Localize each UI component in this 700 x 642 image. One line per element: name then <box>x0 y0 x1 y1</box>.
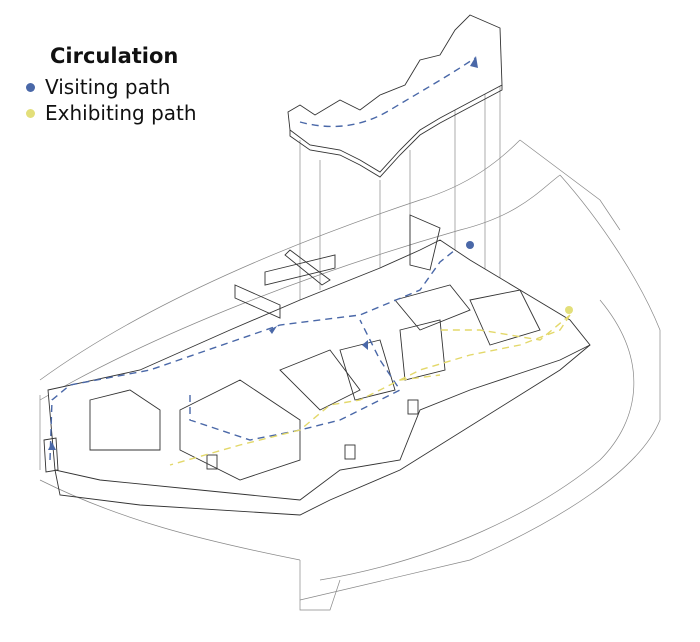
visiting-path-start-marker <box>466 241 474 249</box>
visiting-path <box>49 249 456 461</box>
legend-item-visiting: Visiting path <box>26 74 197 100</box>
yellow-dot-icon <box>26 108 35 118</box>
blue-dot-icon <box>26 82 35 92</box>
legend: Circulation Visiting path Exhibiting pat… <box>26 44 197 126</box>
arrow-icon <box>48 442 56 450</box>
legend-label: Exhibiting path <box>45 101 197 125</box>
arrow-icon <box>269 326 277 334</box>
exhibiting-path <box>169 314 571 466</box>
legend-title: Circulation <box>50 44 179 68</box>
arrow-icon <box>362 340 368 350</box>
exhibiting-path-start-marker <box>565 306 573 314</box>
upper-floor-plate <box>287 14 503 178</box>
legend-item-exhibiting: Exhibiting path <box>26 100 197 126</box>
legend-label: Visiting path <box>45 75 171 99</box>
building-ground-floor <box>43 214 591 516</box>
terrain-contours <box>39 139 661 611</box>
